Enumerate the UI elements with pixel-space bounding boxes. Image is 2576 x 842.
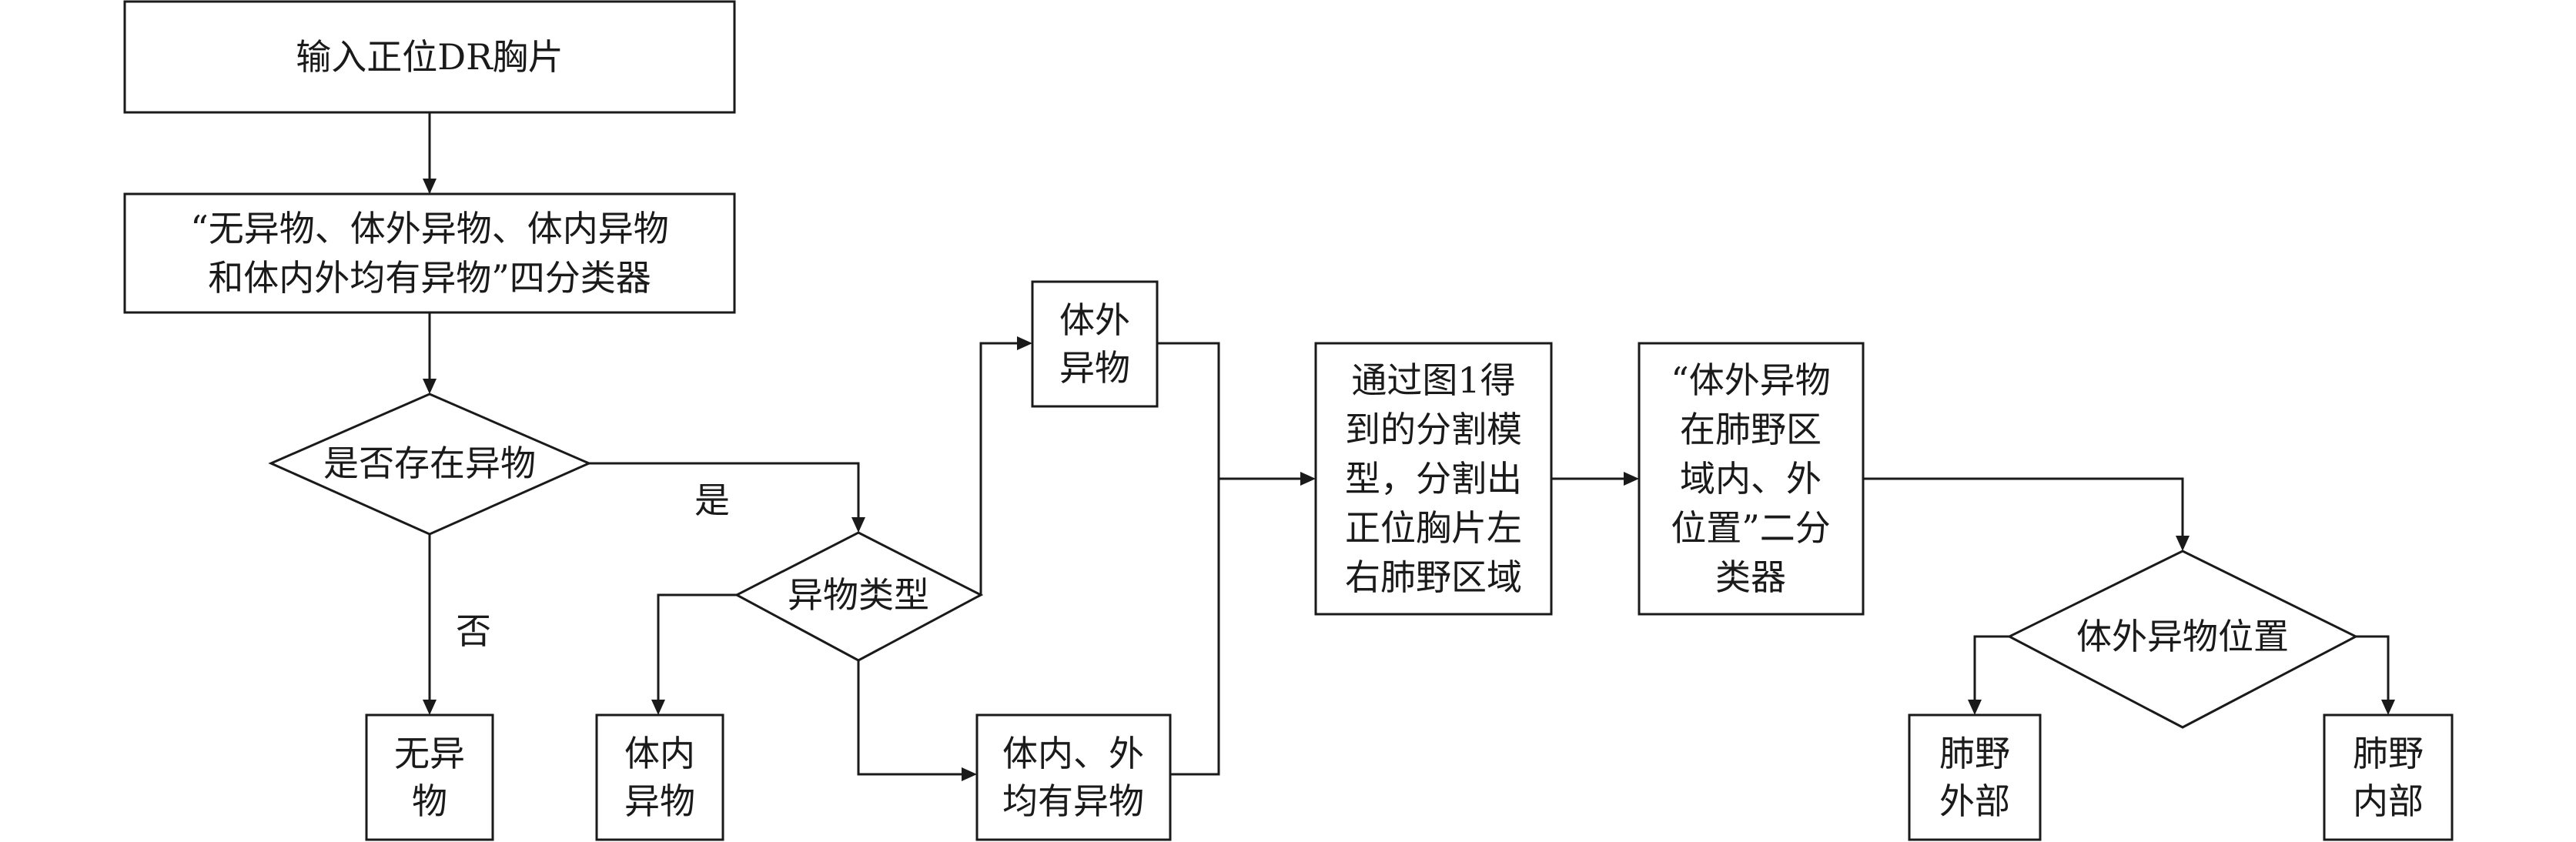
node-label-line: 肺野 xyxy=(2353,733,2424,774)
node-label-line: 体外异物位置 xyxy=(2076,616,2289,657)
edge-exist-to-type xyxy=(589,462,860,530)
arrowhead xyxy=(1624,472,1639,486)
arrowhead xyxy=(1017,336,1032,350)
node-input: 输入正位DR胸片 xyxy=(123,0,736,114)
svg-text:肺野内部: 肺野内部 xyxy=(2353,733,2424,822)
node-both-foreign: 体内、外均有异物 xyxy=(975,713,1172,841)
connectors xyxy=(427,112,2390,776)
arrowhead xyxy=(423,700,437,715)
edge-position-to-inside xyxy=(2356,635,2390,712)
svg-text:肺野外部: 肺野外部 xyxy=(1939,733,2010,822)
node-label-line: 域内、外 xyxy=(1680,458,1822,500)
svg-text:体外异物位置: 体外异物位置 xyxy=(2076,616,2289,657)
node-external-foreign: 体外异物 xyxy=(1031,280,1159,408)
node-label-line: 均有异物 xyxy=(1002,780,1144,822)
node-label-line: 到的分割模 xyxy=(1345,409,1522,450)
svg-text:“无异物、体外异物、体内异物和体内外均有异物”四分类器: “无异物、体外异物、体内异物和体内外均有异物”四分类器 xyxy=(190,208,669,299)
node-label-line: 正位胸片左 xyxy=(1345,507,1522,549)
node-outside-lung: 肺野外部 xyxy=(1908,713,2042,841)
svg-text:异物类型: 异物类型 xyxy=(788,574,929,616)
node-label-line: 通过图1得 xyxy=(1351,359,1515,401)
edge-position-to-outside xyxy=(1973,635,2009,712)
arrowhead xyxy=(2176,536,2190,551)
edge-both-to-merge xyxy=(1170,479,1220,776)
node-label-line: 内部 xyxy=(2353,780,2424,822)
arrowhead xyxy=(651,700,665,715)
svg-text:通过图1得到的分割模型，分割出正位胸片左右肺野区域: 通过图1得到的分割模型，分割出正位胸片左右肺野区域 xyxy=(1345,359,1522,598)
node-label-line: 位置”二分 xyxy=(1671,507,1831,549)
node-label-line: 体内、外 xyxy=(1002,733,1144,774)
node-no-foreign: 无异物 xyxy=(365,713,494,841)
edge-binary-to-position xyxy=(1863,477,2184,548)
node-four-class-classifier: “无异物、体外异物、体内异物和体内外均有异物”四分类器 xyxy=(123,192,736,314)
edge-type-to-both xyxy=(857,660,974,776)
node-label-line: 肺野 xyxy=(1939,733,2010,774)
node-label-line: 异物类型 xyxy=(788,574,929,616)
node-label-line: 输入正位DR胸片 xyxy=(296,36,564,78)
node-exist-decision: 是否存在异物 xyxy=(268,393,592,536)
edge-external-to-merge xyxy=(1157,342,1220,479)
node-label-line: 右肺野区域 xyxy=(1345,556,1522,598)
node-label-line: 和体内外均有异物”四分类器 xyxy=(208,257,651,299)
arrowhead xyxy=(1300,472,1316,486)
arrowhead xyxy=(423,179,437,194)
edge-label-yes: 是 xyxy=(694,479,730,521)
node-internal-foreign: 体内异物 xyxy=(595,713,724,841)
node-type-decision: 异物类型 xyxy=(734,531,984,662)
node-label-line: 类器 xyxy=(1715,556,1786,598)
node-label-line: 体外 xyxy=(1059,299,1130,341)
node-label-line: 外部 xyxy=(1939,780,2010,822)
node-position-decision: 体外异物位置 xyxy=(2006,550,2359,729)
svg-text:输入正位DR胸片: 输入正位DR胸片 xyxy=(296,36,564,78)
svg-text:“体外异物在肺野区域内、外位置”二分类器: “体外异物在肺野区域内、外位置”二分类器 xyxy=(1671,359,1831,598)
node-binary-classifier: “体外异物在肺野区域内、外位置”二分类器 xyxy=(1638,342,1865,616)
node-label-line: 是否存在异物 xyxy=(323,443,536,484)
svg-text:无异物: 无异物 xyxy=(394,733,465,822)
node-segmentation: 通过图1得到的分割模型，分割出正位胸片左右肺野区域 xyxy=(1314,342,1553,616)
arrowhead xyxy=(1968,700,1982,715)
edge-label-no: 否 xyxy=(456,610,491,652)
node-label-line: 无异 xyxy=(394,733,465,774)
arrowhead xyxy=(962,767,977,781)
node-label-line: 体内 xyxy=(624,733,695,774)
node-inside-lung: 肺野内部 xyxy=(2323,713,2454,841)
node-label-line: “无异物、体外异物、体内异物 xyxy=(190,208,669,249)
node-label-line: 异物 xyxy=(1059,347,1130,389)
svg-text:体内、外均有异物: 体内、外均有异物 xyxy=(1002,733,1144,822)
edge-type-to-external xyxy=(979,342,1029,595)
node-label-line: “体外异物 xyxy=(1671,359,1831,401)
arrowhead xyxy=(2381,700,2395,715)
node-label-line: 型，分割出 xyxy=(1345,458,1522,500)
svg-text:体外异物: 体外异物 xyxy=(1059,299,1130,389)
node-label-line: 在肺野区 xyxy=(1680,409,1822,450)
node-label-line: 物 xyxy=(412,780,447,822)
edge-type-to-internal xyxy=(657,593,737,712)
arrowhead xyxy=(423,379,437,394)
node-label-line: 异物 xyxy=(624,780,695,822)
svg-text:体内异物: 体内异物 xyxy=(624,733,695,822)
arrowhead xyxy=(851,517,865,533)
arrowheads xyxy=(423,179,2395,781)
svg-text:是否存在异物: 是否存在异物 xyxy=(323,443,536,484)
